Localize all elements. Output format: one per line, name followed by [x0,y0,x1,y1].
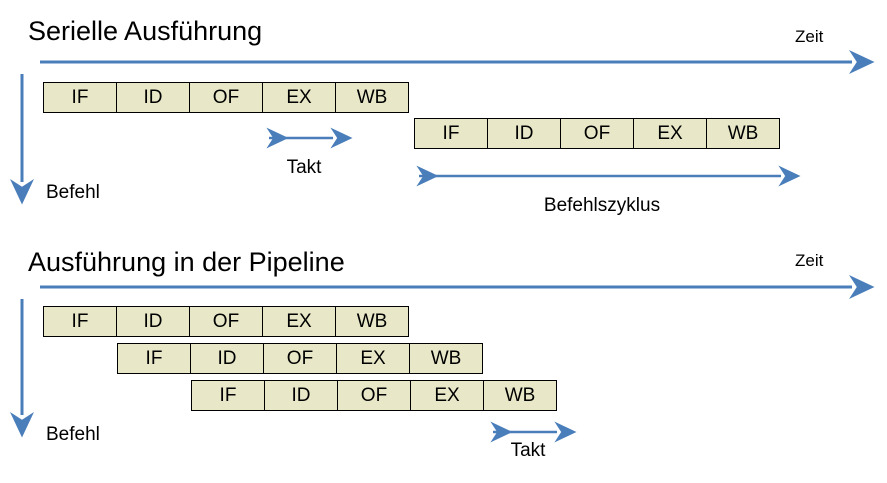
stage-cell: ID [487,118,561,149]
stage-cell: IF [191,380,265,411]
takt-measure-arrow-serial [266,127,353,149]
section-title-serial: Serielle Ausführung [28,16,263,46]
table-row: IF ID OF EX WB [191,380,557,411]
stage-cell: OF [189,306,263,337]
stage-cell: IF [117,343,191,374]
stage-cell: OF [189,82,263,113]
stage-cell: ID [264,380,338,411]
befehlszyklus-measure-label: Befehlszyklus [543,195,661,216]
stage-cell: EX [410,380,484,411]
instruction-axis-label-serial: Befehl [46,182,100,203]
stage-cell: ID [116,306,190,337]
stage-cell: WB [706,118,780,149]
time-axis-label-pipeline: Zeit [795,251,824,270]
instruction-axis-label-pipeline: Befehl [46,424,100,445]
stage-cell: WB [483,380,557,411]
stage-cell: IF [43,306,117,337]
takt-measure-label-serial: Takt [286,157,322,178]
takt-measure-label-pipeline: Takt [510,440,546,461]
time-axis-arrow-serial [40,50,875,74]
stage-cell: WB [335,82,409,113]
stage-cell: ID [116,82,190,113]
stage-cell: EX [262,306,336,337]
stage-cell: OF [560,118,634,149]
stage-cell: WB [409,343,483,374]
table-row: IF ID OF EX WB [43,306,409,337]
stage-cell: OF [337,380,411,411]
table-row: IF ID OF EX WB [43,82,409,113]
stage-cell: OF [263,343,337,374]
section-title-pipeline: Ausführung in der Pipeline [28,247,345,277]
stage-cell: IF [43,82,117,113]
table-row: IF ID OF EX WB [117,343,483,374]
takt-measure-arrow-pipeline [490,421,577,443]
stage-cell: WB [335,306,409,337]
stage-cell: ID [190,343,264,374]
time-axis-arrow-pipeline [40,275,875,299]
befehlszyklus-measure-arrow [416,165,801,187]
time-axis-label-serial: Zeit [795,27,824,46]
instruction-axis-arrow-pipeline [10,299,34,438]
instruction-axis-arrow-serial [10,74,34,205]
table-row: IF ID OF EX WB [414,118,780,149]
stage-cell: IF [414,118,488,149]
stage-cell: EX [336,343,410,374]
stage-cell: EX [633,118,707,149]
stage-cell: EX [262,82,336,113]
